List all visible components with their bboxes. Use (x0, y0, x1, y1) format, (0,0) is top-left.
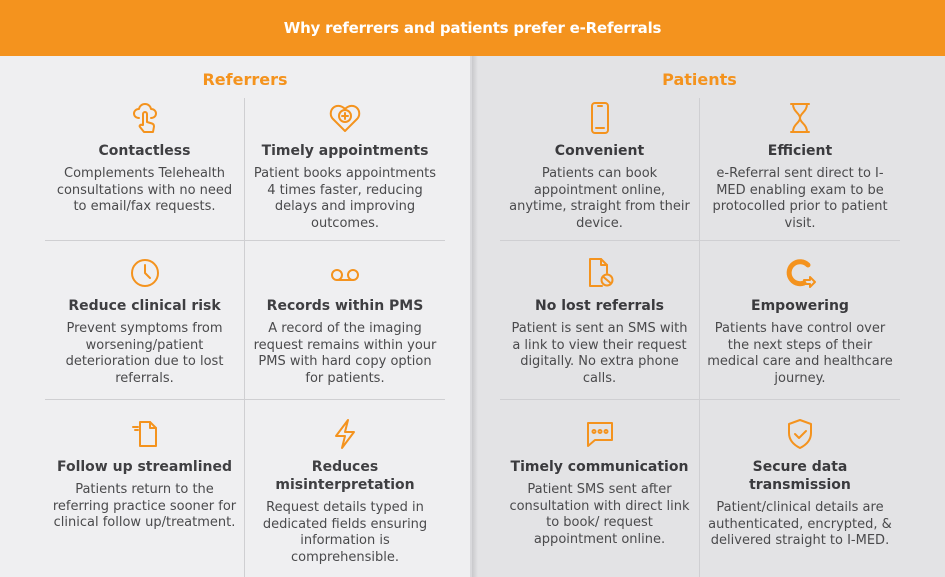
benefit-card: Reduces misinterpretation Request detail… (245, 400, 445, 577)
benefit-description: Patient SMS sent after consultation with… (509, 482, 690, 547)
touch-cloud-icon (127, 100, 163, 136)
benefit-title: Secure data transmission (749, 459, 851, 493)
patients-heading: Patients (662, 70, 737, 89)
referrers-grid: Contactless Complements Telehealth consu… (45, 98, 445, 577)
benefit-title: Follow up streamlined (56, 459, 233, 475)
benefit-title: Timely appointments (261, 143, 429, 159)
benefit-title: Timely communication (510, 459, 689, 475)
page-header: Why referrers and patients prefer e-Refe… (0, 0, 945, 56)
benefit-card: Secure data transmission Patient/clinica… (700, 400, 900, 577)
benefit-title: Empowering (751, 298, 849, 314)
benefit-description: Patients return to the referring practic… (52, 482, 237, 530)
benefit-description: Patient/clinical details are authenticat… (708, 500, 892, 548)
smartphone-icon (582, 100, 618, 136)
voicemail-icon (327, 255, 363, 291)
benefit-card: No lost referrals Patient is sent an SMS… (500, 241, 700, 400)
benefit-card: Timely appointments Patient books appoin… (245, 98, 445, 241)
patients-grid: Convenient Patients can book appointment… (500, 98, 900, 577)
clock-icon (127, 255, 163, 291)
benefit-card: Follow up streamlined Patients return to… (45, 400, 245, 577)
benefit-title: No lost referrals (535, 298, 664, 314)
shield-check-icon (782, 416, 818, 452)
benefit-card: Reduce clinical risk Prevent symptoms fr… (45, 241, 245, 400)
benefit-card: Empowering Patients have control over th… (700, 241, 900, 400)
benefit-title: Reduce clinical risk (68, 298, 221, 314)
benefit-card: Convenient Patients can book appointment… (500, 98, 700, 241)
benefit-description: Request details typed in dedicated field… (262, 500, 428, 565)
lifebuoy-arrow-icon (782, 255, 818, 291)
benefit-title: Convenient (554, 143, 645, 159)
benefit-card: Contactless Complements Telehealth consu… (45, 98, 245, 241)
benefit-description: Prevent symptoms from worsening/patient … (65, 321, 224, 386)
benefit-title: Records within PMS (266, 298, 424, 314)
benefit-title: Reduces misinterpretation (275, 459, 415, 493)
referrers-panel: Referrers Contactless Complements Telehe… (0, 56, 472, 577)
benefit-card: Timely communication Patient SMS sent af… (500, 400, 700, 577)
benefit-title: Efficient (767, 143, 833, 159)
lightning-icon (327, 416, 363, 452)
fast-document-icon (127, 416, 163, 452)
benefit-description: e-Referral sent direct to I-MED enabling… (712, 166, 888, 231)
benefit-description: Patients have control over the next step… (707, 321, 893, 386)
benefit-title: Contactless (98, 143, 191, 159)
referrers-heading: Referrers (202, 70, 288, 89)
benefit-description: Complements Telehealth consultations wit… (56, 166, 233, 214)
benefit-description: A record of the imaging request remains … (253, 321, 437, 386)
chat-bubble-icon (582, 416, 618, 452)
benefit-card: Efficient e-Referral sent direct to I-ME… (700, 98, 900, 241)
patients-panel: Patients Convenient Patients can book ap… (472, 56, 945, 577)
benefit-card: Records within PMS A record of the imagi… (245, 241, 445, 400)
benefit-description: Patient is sent an SMS with a link to vi… (511, 321, 688, 386)
page-title: Why referrers and patients prefer e-Refe… (283, 19, 662, 37)
benefit-description: Patient books appointments 4 times faste… (253, 166, 437, 231)
hourglass-icon (782, 100, 818, 136)
benefit-description: Patients can book appointment online, an… (509, 166, 690, 231)
heart-plus-icon (327, 100, 363, 136)
document-blocked-icon (582, 255, 618, 291)
